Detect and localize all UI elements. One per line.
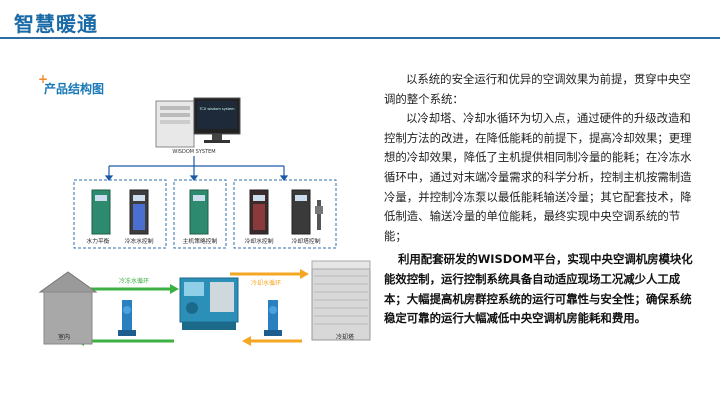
cooling-water-loop: 冷却水循环 <box>230 269 309 346</box>
cooling-tower-icon: 冷却塔 <box>311 260 371 341</box>
cabinet-label: 水力平衡 <box>86 237 109 245</box>
cabinet-label: 冷冻水控制 <box>125 237 154 245</box>
chilled-loop-label: 冷冻水循环 <box>119 277 149 285</box>
cabinet-label: 冷却塔控制 <box>292 237 321 245</box>
tower-label: 冷却塔 <box>336 333 354 341</box>
slide-title: 智慧暖通 <box>14 12 98 36</box>
system-label: WISDOM SYSTEM <box>172 149 215 155</box>
pump-icon <box>264 300 282 336</box>
connection-lines <box>104 156 289 181</box>
cabinet-label: 主机策略控制 <box>183 237 218 245</box>
plus-icon: + <box>38 72 49 86</box>
indoor-label: 室内 <box>58 333 70 341</box>
cabinet-host <box>189 189 209 235</box>
monitor-text: TCX wisdom system <box>198 107 235 111</box>
description-text: 以系统的安全运行和优异的空调效果为前提，贯穿中央空调的整个系统： 以冷却塔、冷却… <box>384 70 696 329</box>
paragraph-platform: 利用配套研发的WISDOM平台，实现中央空调机房模块化能效控制，运行控制系统具备… <box>384 252 693 326</box>
cabinet-label: 冷却水控制 <box>245 237 274 245</box>
house-icon: 室内 <box>38 271 98 345</box>
cabinet-cooling-water <box>249 189 269 235</box>
chiller-icon <box>179 277 239 330</box>
section-label: 产品结构图 <box>44 82 105 96</box>
paragraph-intro: 以系统的安全运行和优异的空调效果为前提，贯穿中央空调的整个系统： <box>384 72 691 106</box>
product-structure-diagram: TCX wisdom system WISDOM SYSTEM <box>38 97 371 346</box>
paragraph-approach: 以冷却塔、冷却水循环为切入点，通过硬件的升级改造和控制方法的改进，在降低能耗的前… <box>384 111 692 243</box>
cooling-loop-label: 冷却水循环 <box>251 279 281 287</box>
computer-workstation: TCX wisdom system WISDOM SYSTEM <box>155 97 241 155</box>
title-divider <box>0 37 720 39</box>
pump-icon <box>118 300 136 336</box>
cabinet-chilled <box>129 189 149 235</box>
cabinet-hydraulic <box>91 189 111 235</box>
cabinet-tower <box>291 189 323 235</box>
cabinet-groups <box>73 179 337 249</box>
